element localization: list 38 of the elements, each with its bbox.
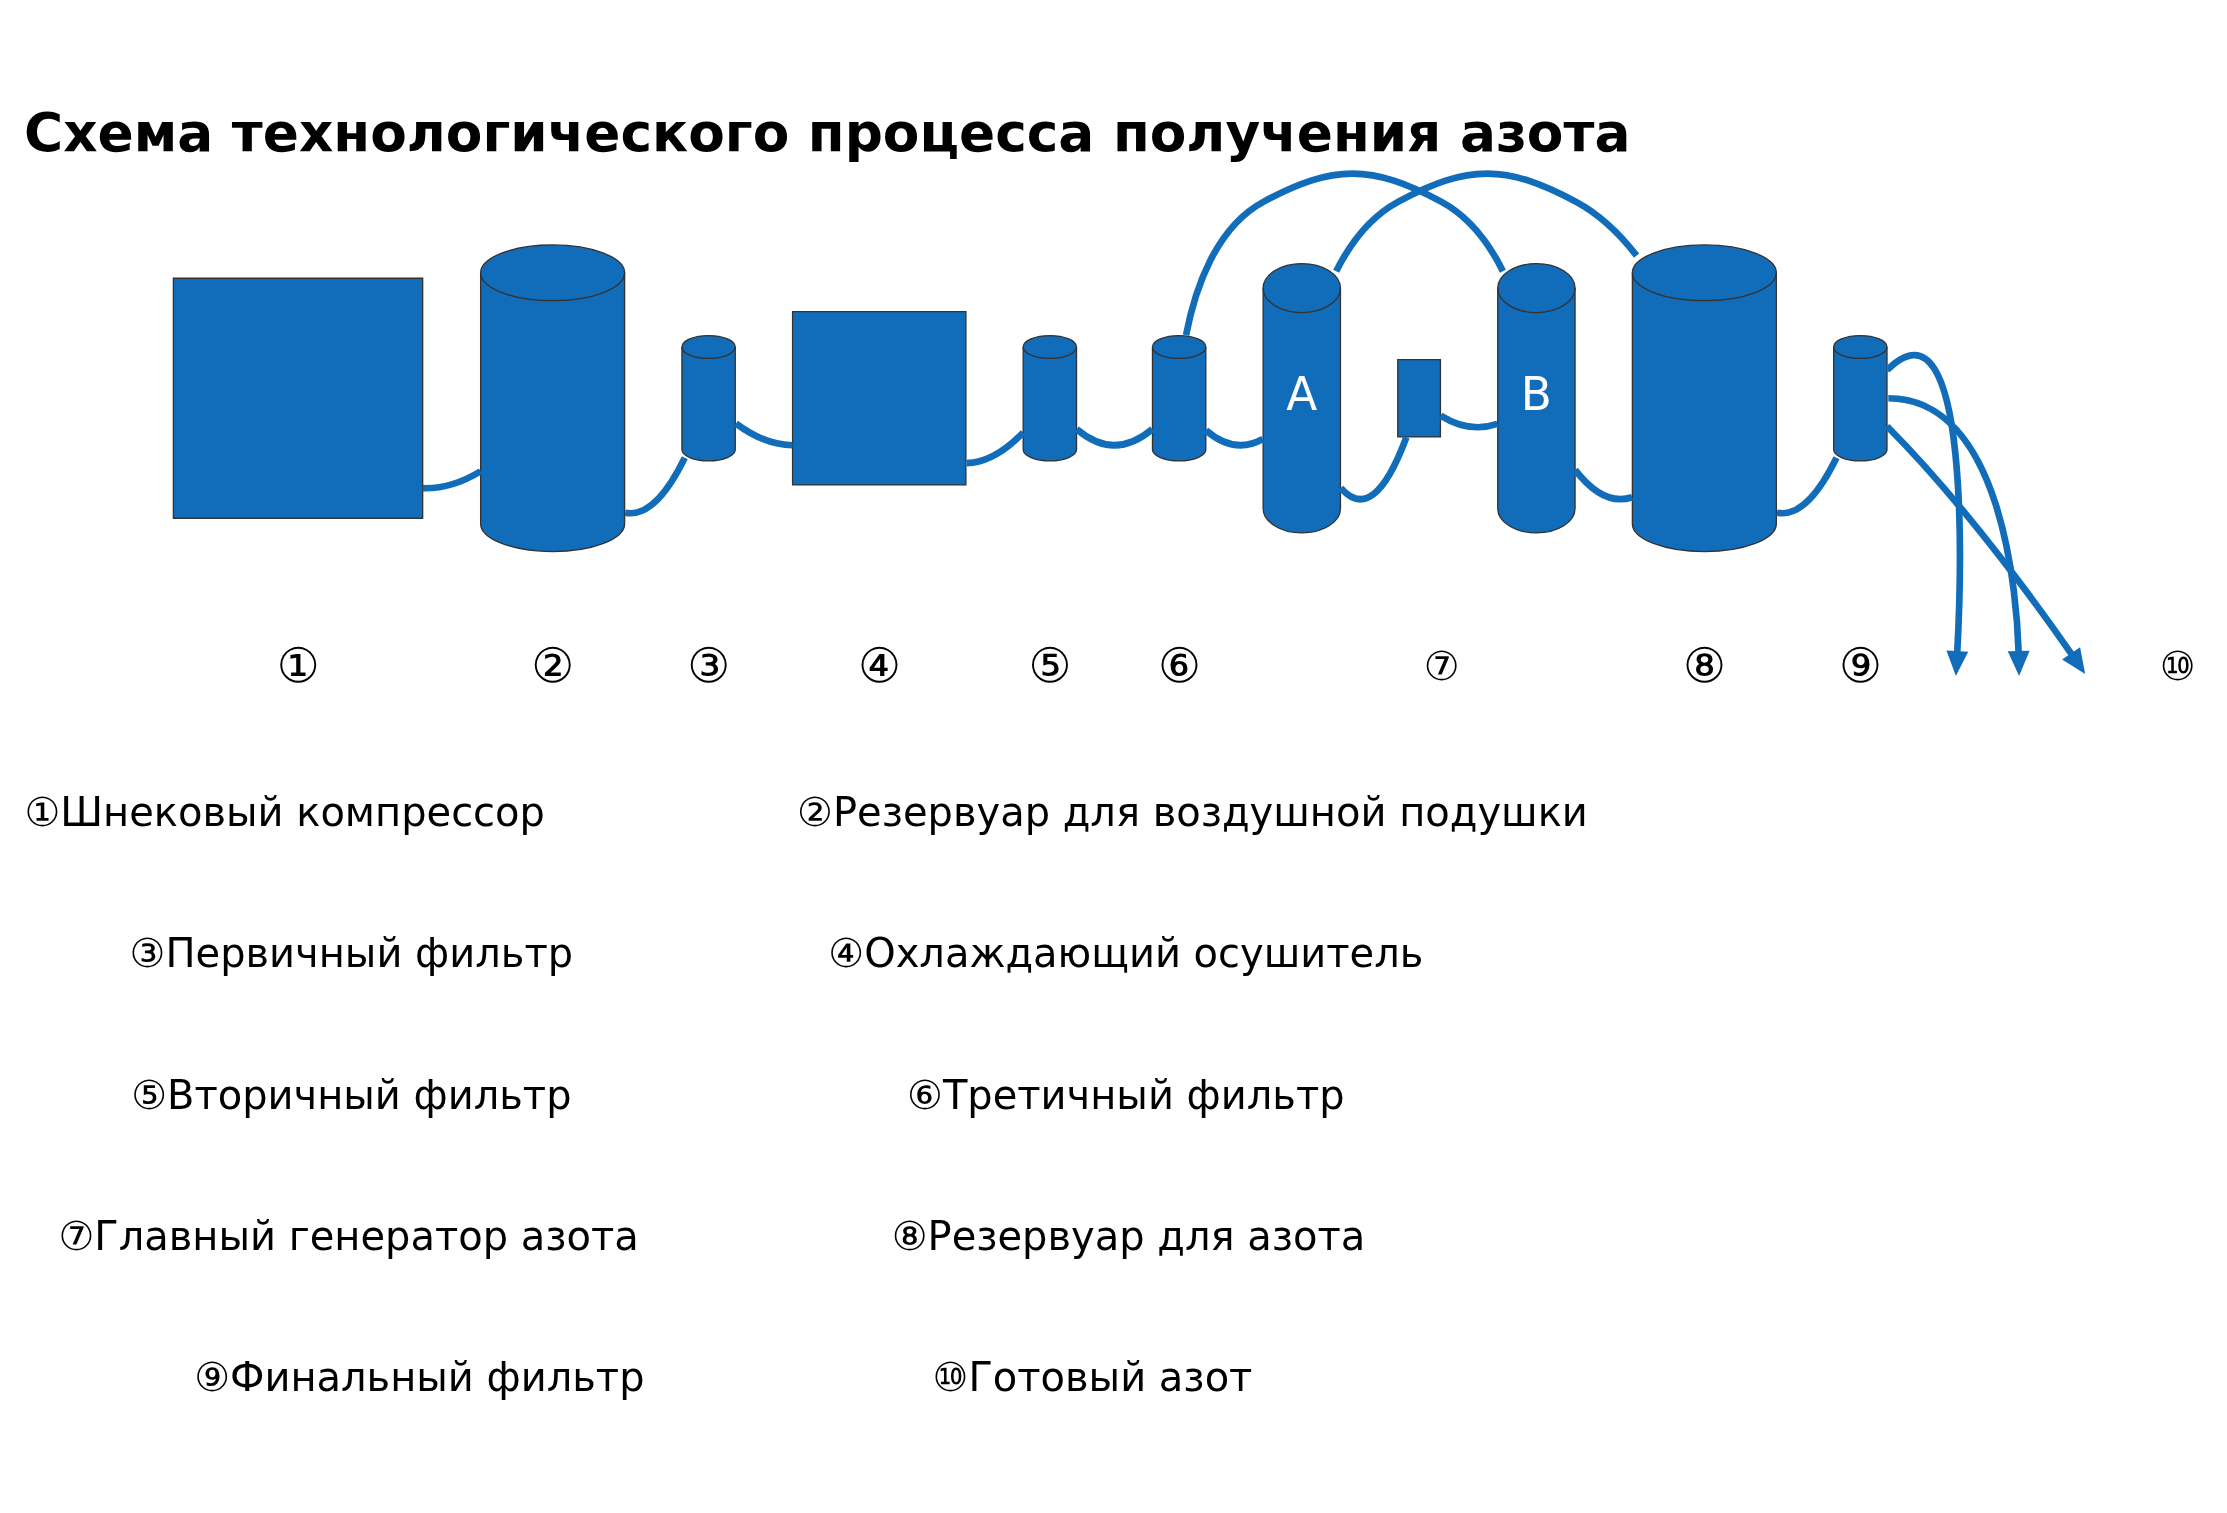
connector <box>1438 412 1499 431</box>
node-label: ③ <box>687 636 731 693</box>
label: ⑥Третичный фильтр <box>907 1071 1345 1118</box>
node-label: ① <box>276 636 320 693</box>
connector <box>1074 426 1155 449</box>
diagram-title: Схема технологического процесса получения азота <box>24 101 1631 164</box>
connector <box>966 430 1026 467</box>
label: ⑩ <box>2159 643 2196 690</box>
connector <box>422 468 483 492</box>
arrow <box>1885 353 1969 676</box>
connector <box>1338 436 1410 503</box>
label: ⑦Главный генератор азота <box>58 1213 639 1260</box>
connector <box>734 420 793 449</box>
label: ⑤Вторичный фильтр <box>131 1071 572 1118</box>
label: ⑩Готовый азот <box>932 1354 1253 1401</box>
node-box <box>172 277 424 519</box>
node-box <box>1397 358 1442 438</box>
label: ⑨Финальный фильтр <box>194 1354 645 1401</box>
node-label: ② <box>531 636 575 693</box>
node-label: ⑥ <box>1157 636 1201 693</box>
label: ⑦ <box>1423 643 1460 690</box>
arrow <box>1887 394 2030 676</box>
connector <box>1572 467 1633 503</box>
label: ③Первичный фильтр <box>129 930 574 977</box>
connector <box>1182 170 1506 336</box>
label: ①Шнековый компрессор <box>24 789 545 836</box>
arrow <box>1884 423 2086 675</box>
connector <box>1333 170 1640 273</box>
connector <box>624 456 688 517</box>
label: ②Резервуар для воздушной подушки <box>797 789 1588 836</box>
label: ④Охлаждающий осушитель <box>828 930 1424 977</box>
node-label: ④ <box>857 636 901 693</box>
node-label: ⑨ <box>1838 636 1882 693</box>
connector <box>1776 456 1840 517</box>
node-box <box>791 310 967 486</box>
node-label: ⑧ <box>1682 636 1726 693</box>
node-label: ⑤ <box>1028 636 1072 693</box>
label: ⑧Резервуар для азота <box>891 1213 1366 1260</box>
